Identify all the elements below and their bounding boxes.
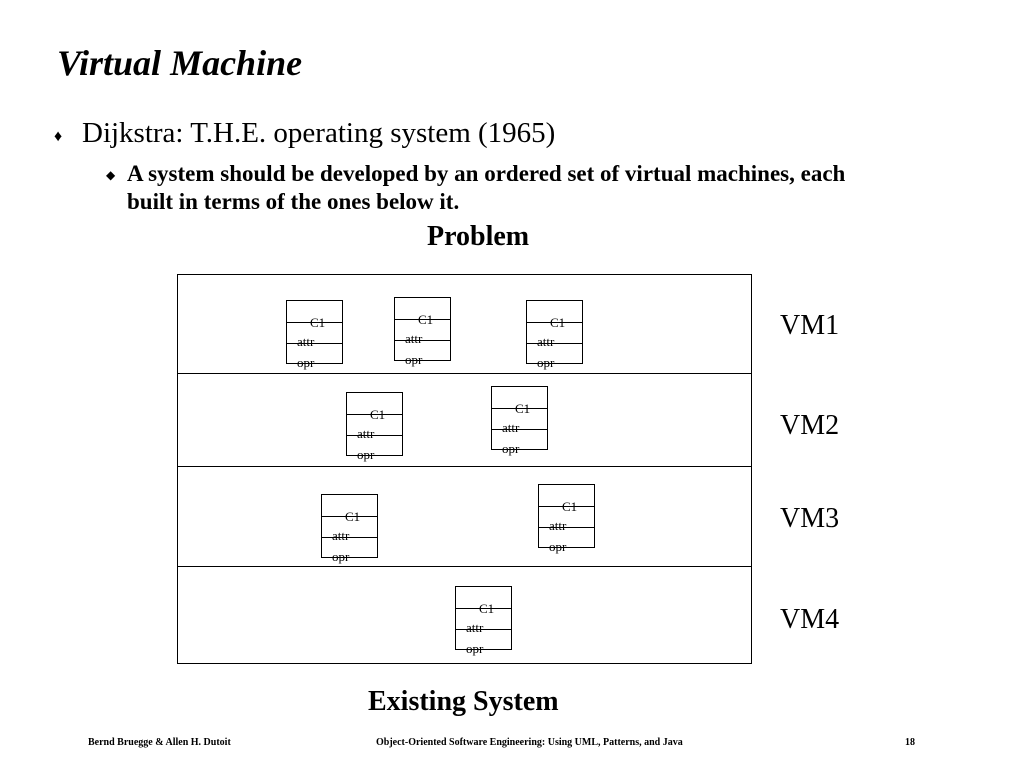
class-attr: attr <box>537 334 555 349</box>
class-attr: attr <box>357 426 375 441</box>
bullet-dijkstra: Dijkstra: T.H.E. operating system (1965) <box>82 117 556 149</box>
sub-bullet-ordered-set: A system should be developed by an order… <box>127 161 846 214</box>
class-attr: attr <box>549 518 567 533</box>
class-attr: attr <box>502 420 520 435</box>
footer-book-title: Object-Oriented Software Engineering: Us… <box>376 737 683 748</box>
class-attr: attr <box>297 334 315 349</box>
class-opr: opr <box>502 441 520 456</box>
class-opr: opr <box>357 447 375 462</box>
footer-authors: Bernd Bruegge & Allen H. Dutoit <box>88 737 231 748</box>
class-box: C1 attr opr <box>346 392 403 462</box>
layer-vm1: C1 attr opr C1 attr opr C1 attr opr <box>178 275 751 373</box>
class-opr: opr <box>537 355 555 370</box>
bullet-diamond-icon: ♦ <box>54 128 63 145</box>
vm1-label: VM1 <box>780 310 840 341</box>
problem-label: Problem <box>427 221 530 252</box>
vm4-label: VM4 <box>780 604 840 635</box>
class-box: C1 attr opr <box>394 297 451 367</box>
existing-system-label: Existing System <box>368 686 559 717</box>
footer-page-number: 18 <box>905 737 915 748</box>
class-box: C1 attr opr <box>526 300 583 370</box>
class-box: C1 attr opr <box>321 494 378 564</box>
virtual-machine-stack: C1 attr opr C1 attr opr C1 attr opr C1 a… <box>177 274 752 664</box>
class-box: C1 attr opr <box>491 386 548 456</box>
class-opr: opr <box>332 549 350 564</box>
layer-vm4: C1 attr opr <box>178 566 751 663</box>
class-box: C1 attr opr <box>286 300 343 370</box>
class-opr: opr <box>405 352 423 367</box>
vm3-label: VM3 <box>780 503 840 534</box>
class-opr: opr <box>466 641 484 656</box>
sub-bullet-diamond-icon: ◆ <box>106 168 116 182</box>
layer-vm2: C1 attr opr C1 attr opr <box>178 373 751 466</box>
vm2-label: VM2 <box>780 410 840 441</box>
class-attr: attr <box>466 620 484 635</box>
class-attr: attr <box>332 528 350 543</box>
class-box: C1 attr opr <box>538 484 595 554</box>
slide-title: Virtual Machine <box>57 43 303 83</box>
class-opr: opr <box>297 355 315 370</box>
class-box: C1 attr opr <box>455 586 512 656</box>
class-opr: opr <box>549 539 567 554</box>
class-attr: attr <box>405 331 423 346</box>
layer-vm3: C1 attr opr C1 attr opr <box>178 466 751 566</box>
